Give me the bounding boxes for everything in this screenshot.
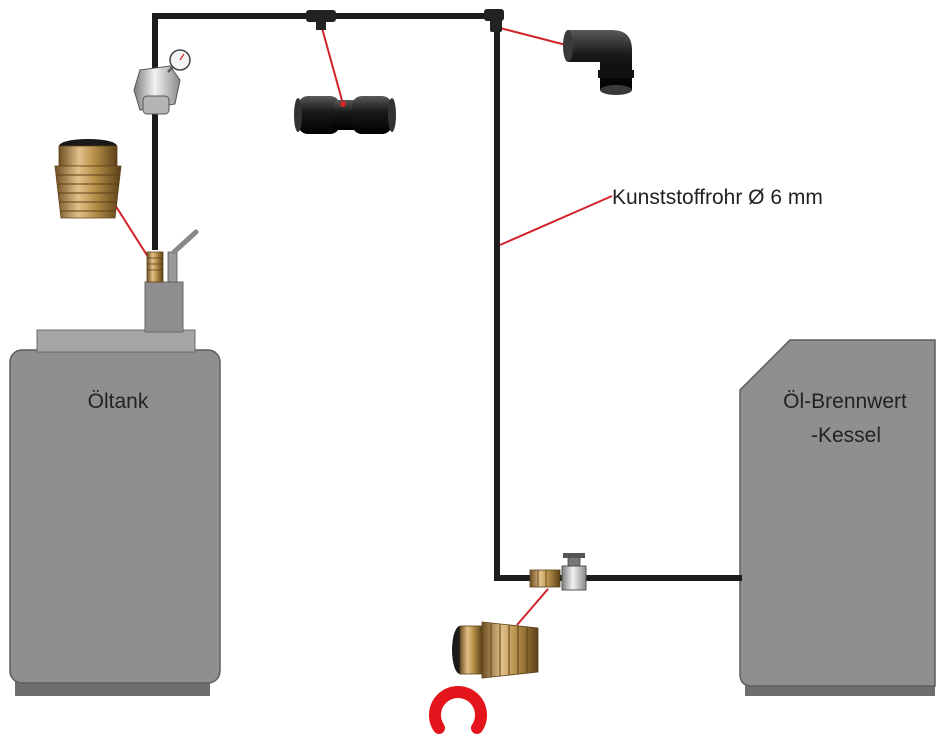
- gauge-needle: [179, 53, 185, 61]
- plastic-pipe: [152, 13, 742, 581]
- boiler-label-line1: Öl-Brennwert: [783, 390, 907, 413]
- leader-lines: [102, 27, 613, 626]
- filter-bowl: [142, 95, 170, 115]
- vent-lever: [167, 229, 199, 283]
- inline-tee-connector: [306, 10, 336, 30]
- straight-connector-detail: [294, 96, 396, 134]
- oil-tank: Öltank: [9, 281, 221, 696]
- tank-outlet-fitting: [146, 251, 164, 283]
- inline-elbow-connector: [484, 9, 504, 32]
- boiler-label-line2: -Kessel: [811, 424, 881, 447]
- pipe-line: [152, 13, 742, 581]
- boiler-body: [739, 339, 936, 687]
- leader-boiler-fitting: [516, 588, 549, 626]
- elbow-connector-detail: [563, 30, 634, 95]
- brass-adapter-tank-detail: [54, 139, 122, 219]
- leader-elbow-connector: [499, 27, 571, 47]
- tank-top-plate: [36, 329, 196, 353]
- brass-adapter-boiler-detail: [452, 621, 539, 679]
- leader-pipe-label: [499, 195, 613, 246]
- locking-clip-icon: [429, 686, 487, 734]
- oil-boiler: Öl-Brennwert -Kessel: [739, 339, 936, 696]
- shut-off-valve: [561, 553, 587, 591]
- boiler-inlet-fitting: [529, 569, 561, 588]
- oil-filter-with-gauge: [133, 49, 191, 115]
- tank-dome: [144, 281, 184, 333]
- tank-label: Öltank: [88, 390, 149, 413]
- leader-straight-connector: [321, 27, 344, 105]
- pipe-label: Kunststoffrohr Ø 6 mm: [612, 186, 823, 209]
